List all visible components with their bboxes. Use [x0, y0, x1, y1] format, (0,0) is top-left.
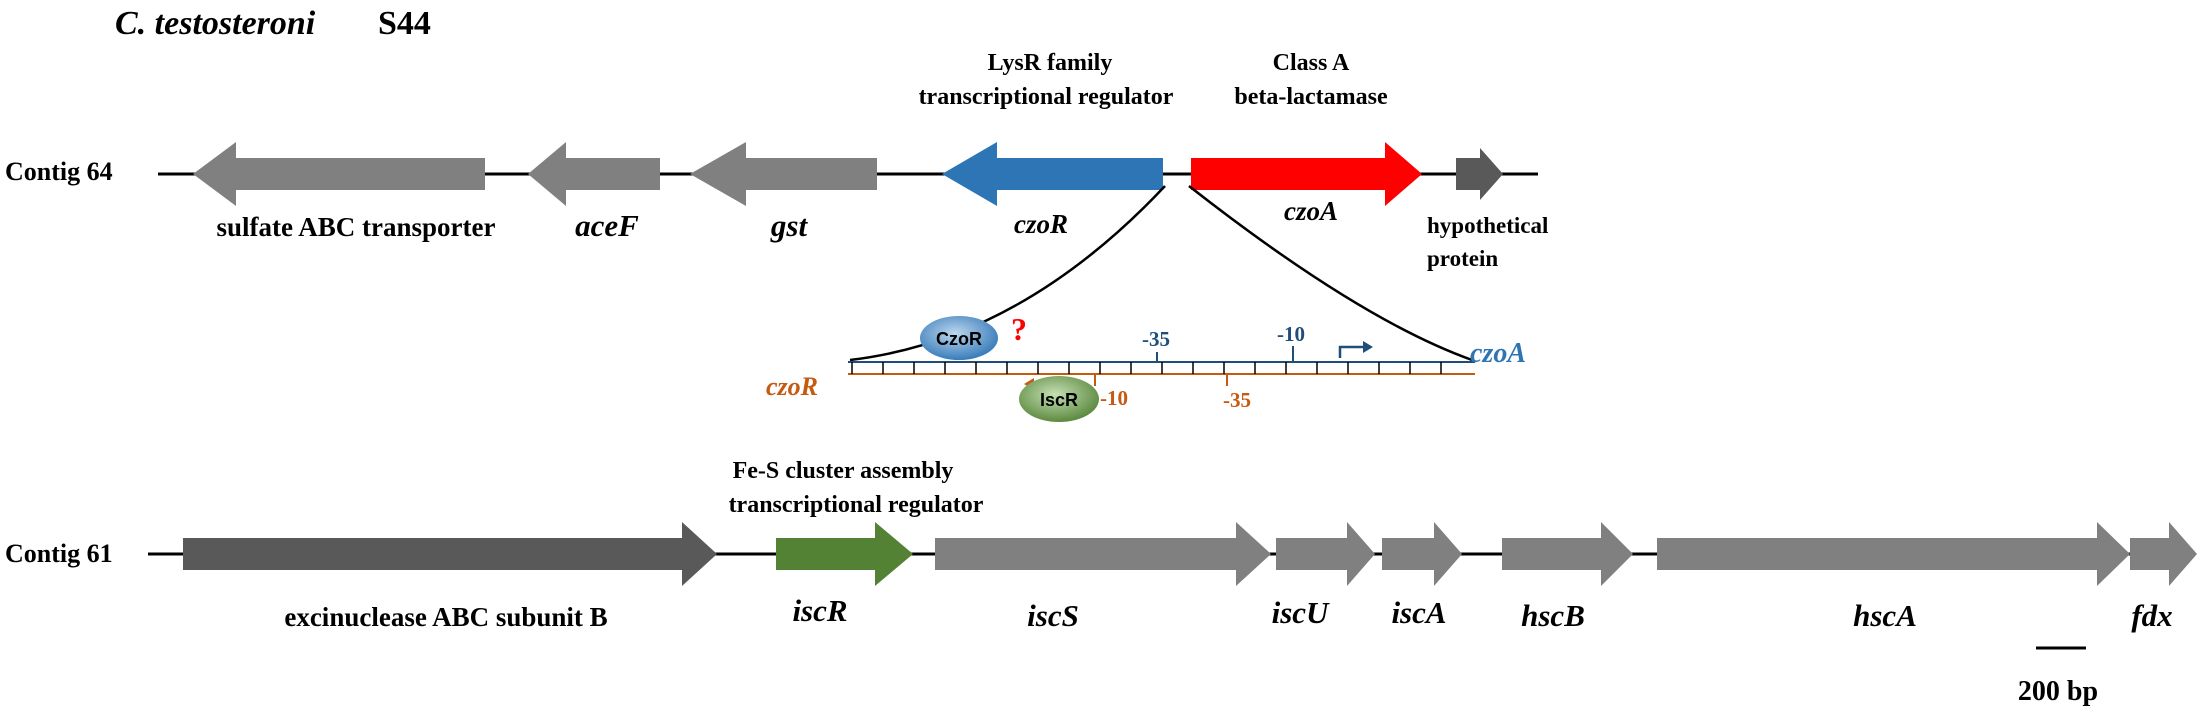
promoter-ticks	[851, 362, 1442, 374]
title-strain: S44	[378, 5, 431, 42]
annotation-lysr-line1: LysR family	[988, 50, 1113, 76]
gene-label-fdx: fdx	[2131, 598, 2172, 633]
iscR-protein-oval	[1019, 376, 1099, 422]
gene-label-iscR: iscR	[792, 593, 847, 628]
czoR-protein-label: CzoR	[936, 329, 982, 349]
gene-iscR-arrow	[776, 522, 913, 586]
gene-gst-arrow	[690, 142, 877, 206]
annotation-classA-line2: beta-lactamase	[1234, 84, 1388, 110]
gene-label-aceF: aceF	[575, 208, 639, 243]
scale-bar-label: 200 bp	[2018, 676, 2098, 707]
top-minus35-label: -35	[1142, 327, 1170, 351]
contig61-label: Contig 61	[5, 539, 113, 568]
gene-label-iscA: iscA	[1391, 595, 1446, 630]
tss-arrowhead	[1363, 341, 1373, 353]
gene-label-czoA: czoA	[1284, 196, 1338, 226]
zoom-line-right	[1188, 185, 1473, 362]
gene-label-hscB: hscB	[1521, 598, 1585, 633]
contig64-label: Contig 64	[5, 157, 113, 186]
gene-czoR-arrow	[942, 142, 1163, 206]
gene-czoA-arrow	[1191, 142, 1422, 206]
zoom-line-left	[849, 185, 1166, 362]
gene-iscU-arrow	[1276, 522, 1375, 586]
bottom-minus35-label: -35	[1223, 388, 1251, 412]
annotation-fes-line1: Fe-S cluster assembly	[733, 458, 954, 484]
gene-label-iscU: iscU	[1272, 595, 1330, 630]
top-minus10-label: -10	[1277, 322, 1305, 346]
gene-label-uvrB: excinuclease ABC subunit B	[284, 602, 607, 632]
annotation-classA-line1: Class A	[1273, 50, 1350, 76]
annotation-lysr-line2: transcriptional regulator	[919, 84, 1174, 110]
tss-arrow	[1338, 345, 1365, 358]
gene-label-hyp-line2: protein	[1427, 246, 1498, 271]
gene-label-sulfate: sulfate ABC transporter	[217, 212, 496, 242]
gene-fdx-arrow	[2130, 522, 2197, 586]
gene-sulfate-arrow	[193, 142, 485, 206]
gene-hscA-arrow	[1657, 522, 2130, 586]
gene-hyp-arrow	[1456, 148, 1503, 200]
bottom-minus10-label: -10	[1100, 386, 1128, 410]
iscR-protein-label: IscR	[1040, 390, 1078, 410]
promoter-czoR-label: czoR	[766, 372, 818, 401]
gene-label-iscS: iscS	[1027, 598, 1079, 633]
gene-label-gst: gst	[770, 208, 809, 243]
gene-label-czoR: czoR	[1014, 209, 1068, 239]
gene-uvrB-arrow	[183, 522, 717, 586]
promoter-czoA-label: czoA	[1470, 338, 1526, 369]
gene-hscB-arrow	[1502, 522, 1633, 586]
gene-iscA-arrow	[1382, 522, 1462, 586]
gene-label-hyp-line1: hypothetical	[1427, 213, 1548, 238]
gene-aceF-arrow	[528, 142, 660, 206]
gene-iscS-arrow	[935, 522, 1271, 586]
question-mark: ?	[1011, 311, 1027, 347]
czoR-protein-oval	[920, 316, 998, 360]
annotation-fes-line2: transcriptional regulator	[729, 492, 984, 518]
gene-label-hscA: hscA	[1853, 598, 1917, 633]
title-organism: C. testosteroni	[115, 5, 316, 42]
